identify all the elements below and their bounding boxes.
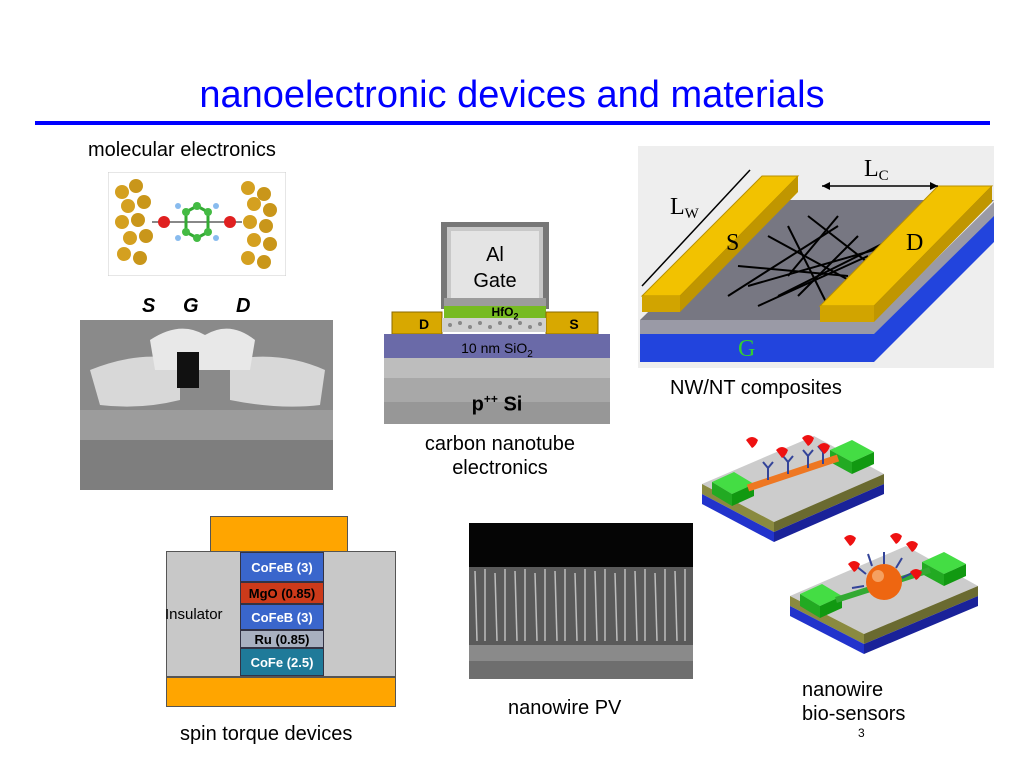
biosensor-particle-diagram: [790, 533, 978, 654]
label-s: S: [142, 295, 156, 317]
bio-caption-line1: nanowire: [802, 679, 884, 701]
nwnt-composite-diagram: LW LC S D G: [638, 146, 994, 368]
gold-cluster-left: [115, 179, 153, 265]
label-drain: D: [906, 230, 923, 256]
title-rule: [35, 121, 990, 125]
layer-cofeb-top: CoFeB (3): [240, 552, 324, 582]
pv-caption: nanowire PV: [508, 697, 622, 719]
gate-label-line1: Al: [486, 244, 504, 266]
gate-label-line2: Gate: [473, 270, 517, 292]
molecule-image: [108, 172, 286, 276]
label-source: S: [726, 230, 739, 256]
spin-caption: spin torque devices: [180, 723, 353, 745]
page-number: 3: [858, 726, 865, 740]
nwnt-caption: NW/NT composites: [670, 377, 842, 399]
drain-label: D: [418, 316, 430, 332]
cnt-caption-line2: electronics: [452, 457, 548, 479]
cnt-caption-line1: carbon nanotube: [424, 433, 576, 455]
layer-mgo: MgO (0.85): [240, 582, 324, 604]
cnt-caption: carbon nanotube electronics: [380, 432, 620, 480]
nanowire-pv-sem-image: [469, 523, 693, 679]
hfo2-label: HfO2: [491, 305, 519, 322]
top-contact: [210, 516, 348, 552]
label-lw: LW: [670, 194, 700, 222]
sem-transistor-image: S G D: [80, 290, 333, 490]
layer-cofe: CoFe (2.5): [240, 648, 324, 676]
label-gate: G: [738, 336, 755, 362]
source-label: S: [569, 316, 579, 332]
bottom-contact: [166, 677, 396, 707]
bio-caption-line2: bio-sensors: [802, 703, 906, 725]
insulator-label: Insulator: [165, 606, 223, 623]
nanowire-array: [474, 569, 686, 642]
layer-cofeb-bottom: CoFeB (3): [240, 604, 324, 630]
gold-cluster-right: [241, 181, 277, 269]
label-d: D: [236, 295, 250, 317]
cnt-fet-diagram: [384, 222, 610, 424]
molecular-caption: molecular electronics: [88, 139, 276, 161]
substrate-label: p++ Si: [471, 392, 523, 416]
slide-title: nanoelectronic devices and materials: [199, 74, 825, 116]
layer-ru: Ru (0.85): [240, 630, 324, 648]
gate-label: Al Gate: [444, 242, 546, 294]
label-g: G: [183, 295, 199, 317]
oxide-label: 10 nm SiO2: [461, 340, 533, 360]
label-lc: LC: [864, 156, 889, 184]
biosensor-nanowire-diagram: [702, 435, 884, 542]
bio-caption: nanowire bio-sensors: [802, 678, 905, 726]
